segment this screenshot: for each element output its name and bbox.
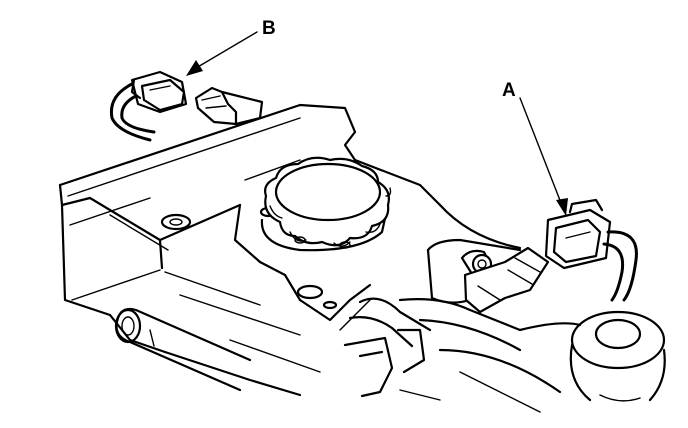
callout-b-leader: [195, 31, 258, 69]
connector-b-assembly: [109, 70, 264, 142]
callout-b-arrowhead: [186, 60, 203, 76]
callout-a-label: A: [502, 80, 516, 101]
callout-a-arrowhead: [556, 198, 568, 216]
callout-a: A: [502, 80, 568, 216]
callout-b-label: B: [262, 18, 276, 39]
oil-filler-cap: [260, 156, 392, 252]
callout-b: B: [186, 18, 276, 76]
valve-cover: [58, 103, 442, 397]
sensor-a-assembly: [426, 198, 638, 314]
callout-a-leader: [519, 97, 564, 209]
lower-components: [114, 297, 666, 413]
